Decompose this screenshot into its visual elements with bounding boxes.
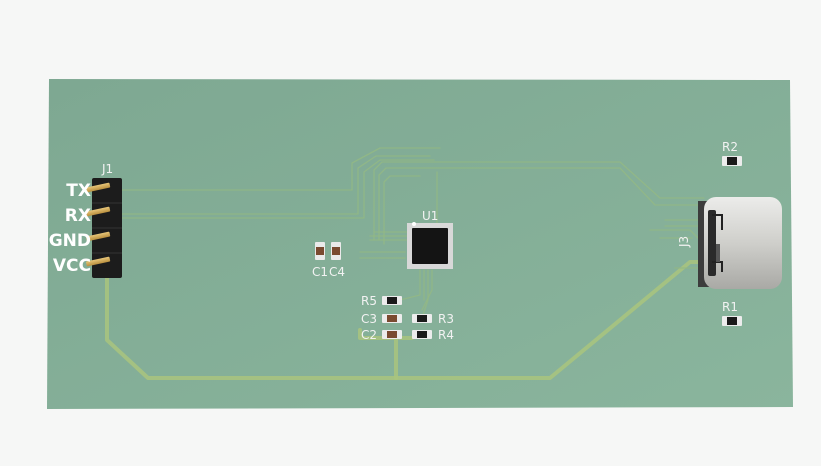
pin-header-j1 (86, 178, 122, 278)
resistor-r1 (722, 316, 742, 326)
ref-r5: R5 (361, 294, 377, 308)
capacitor-c1 (315, 242, 325, 260)
ref-j1: J1 (101, 162, 113, 176)
ref-c1: C1 (312, 265, 328, 279)
pin-label-gnd: GND (49, 231, 91, 251)
mcu-chip-u1 (407, 222, 453, 269)
pin-label-rx: RX (65, 206, 91, 226)
usb-c-connector-j3 (698, 197, 782, 289)
resistor-r5 (382, 296, 402, 305)
ref-r2: R2 (722, 140, 738, 154)
capacitor-c4 (331, 242, 341, 260)
ref-r1: R1 (722, 300, 738, 314)
ref-c3: C3 (361, 312, 377, 326)
copper-traces (105, 147, 706, 380)
ref-j3: J3 (677, 236, 691, 248)
capacitor-c2 (382, 330, 402, 339)
resistor-r2 (722, 156, 742, 166)
ref-r4: R4 (438, 328, 454, 342)
header-pins (86, 182, 111, 267)
resistor-r4 (412, 330, 432, 339)
resistor-r3 (412, 314, 432, 323)
ref-r3: R3 (438, 312, 454, 326)
pin-label-tx: TX (66, 181, 91, 201)
ref-c4: C4 (329, 265, 345, 279)
ref-c2: C2 (361, 328, 377, 342)
capacitor-c3 (382, 314, 402, 323)
ref-u1: U1 (422, 209, 438, 223)
pin-label-vcc: VCC (53, 256, 91, 276)
